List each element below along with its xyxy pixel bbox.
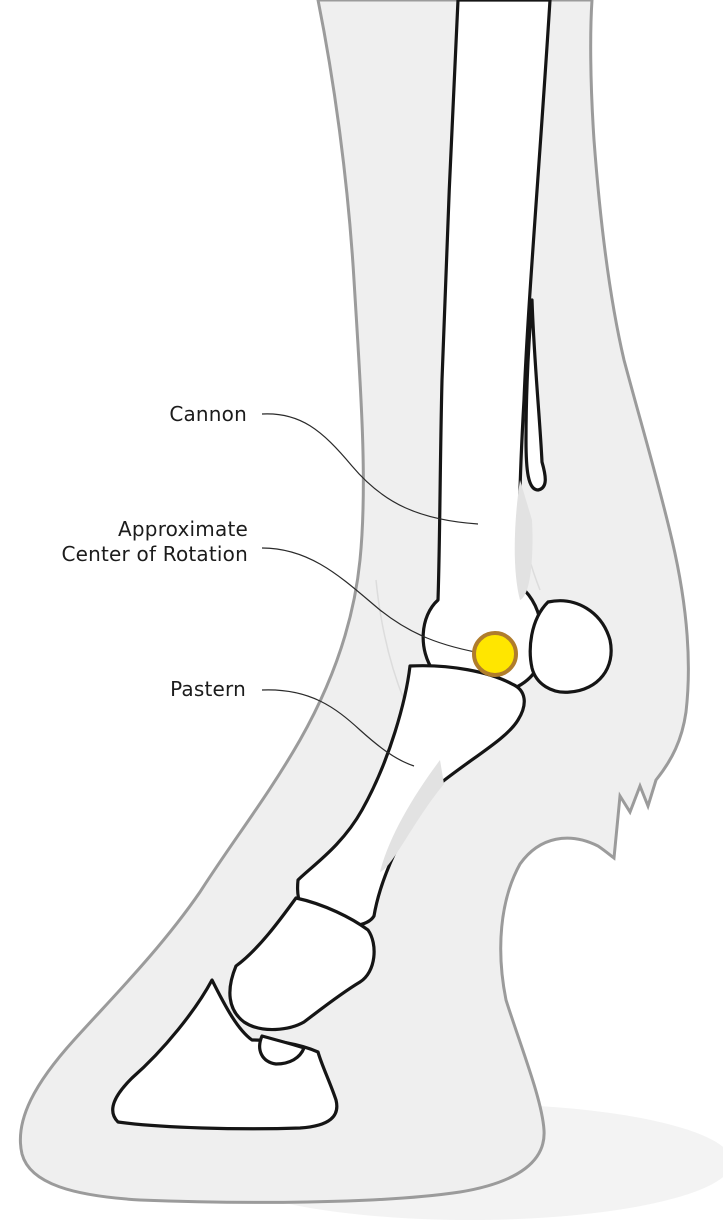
rotation-marker-icon [474, 633, 516, 675]
soft-tissue-outline [20, 0, 688, 1202]
center-of-rotation-label: Approximate Center of Rotation [61, 517, 248, 567]
center-of-rotation-label-line1: Approximate [61, 517, 248, 542]
cannon-label: Cannon [169, 402, 247, 427]
center-of-rotation-label-line2: Center of Rotation [61, 542, 248, 567]
pastern-label: Pastern [170, 677, 246, 702]
